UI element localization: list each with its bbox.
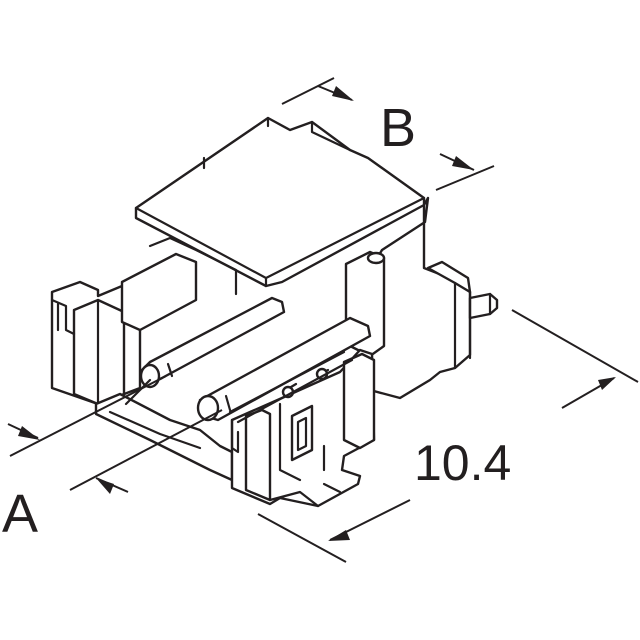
dim-a-arrow-top [18,426,40,440]
dim-a-label: A [2,484,38,544]
dimension-a: A [2,375,223,544]
side-pin [468,292,499,320]
dim-length-extension-bottom [257,513,347,563]
dim-length-arrow-bottom [328,530,350,541]
front-latch-face [244,408,272,502]
latch-window [290,404,314,462]
dim-a-extension-bottom [69,409,223,491]
latch-window-inner [296,416,308,452]
left-latch-detail [50,298,100,406]
rear-pin-top [366,251,386,265]
dim-a-arrow-bottom [96,478,114,494]
dim-length-label: 10.4 [414,435,511,491]
cavity-divider [148,236,238,296]
dim-b-arrow-left [332,86,354,101]
dim-b-arrow-right [452,156,474,170]
latch-detail [230,368,330,482]
dim-b-label: B [380,98,416,158]
dim-a-extension-top [9,375,167,457]
cavity-back-wall [120,252,198,332]
dim-b-extension-left [281,77,335,105]
side-wall-edge [453,281,472,370]
connector-housing [50,116,499,508]
upper-pin-ring [166,362,174,378]
base-floor-edge [108,378,202,450]
top-plate-notch [202,116,352,170]
lower-pin-ring [224,394,232,412]
dimension-length: 10.4 [257,309,639,563]
dim-length-arrow-top [598,377,616,390]
dim-length-extension-top [511,309,639,383]
top-plate-front-edge [134,196,426,288]
dimension-b: B [281,77,495,191]
latch-foot [268,482,342,508]
latch-top-rail [228,350,354,424]
side-boss [426,260,472,294]
front-latch-side [342,352,376,450]
top-plate [134,116,426,288]
dim-b-extension-right [435,165,495,191]
